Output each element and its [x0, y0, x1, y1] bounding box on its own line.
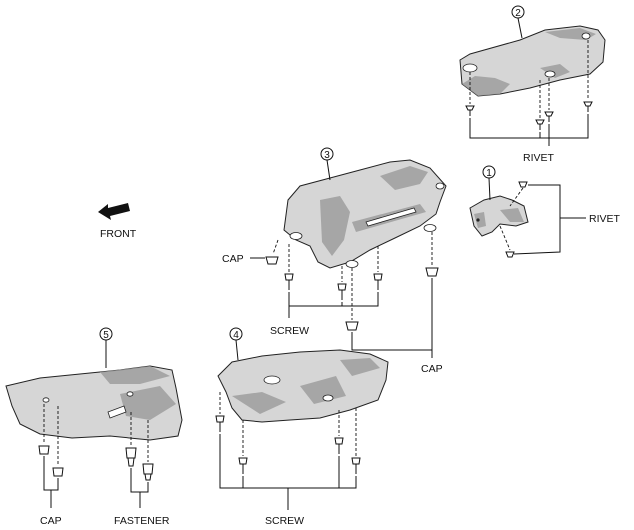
- front-label: FRONT: [100, 228, 137, 240]
- part-3-screws: [284, 244, 383, 318]
- cap-right: [345, 232, 439, 358]
- callout-5: 5: [103, 330, 109, 341]
- part-5-heat-shield: [5, 365, 183, 441]
- cap-left: [250, 239, 279, 265]
- front-arrow: [98, 203, 130, 220]
- callout-1: 1: [486, 168, 492, 179]
- screw-label-bottom: SCREW: [265, 515, 304, 527]
- callout-2: 2: [515, 8, 521, 19]
- part-1-rivets: [499, 181, 586, 258]
- part-3-heat-shield: [283, 159, 447, 269]
- part-4-heat-shield: [217, 349, 389, 423]
- part-5-fasteners: [125, 412, 154, 508]
- screw-label-middle: SCREW: [270, 325, 309, 337]
- callout-4: 4: [233, 330, 239, 341]
- part-1-bracket: [469, 195, 529, 237]
- rivet-label-upper: RIVET: [523, 152, 555, 164]
- rivet-label-right: RIVET: [589, 213, 621, 225]
- part-5-caps: [38, 404, 64, 508]
- callout-3: 3: [324, 150, 330, 161]
- cap-label-left: CAP: [222, 253, 244, 265]
- part-2-heat-shield: [459, 25, 606, 97]
- cap-label-bottom: CAP: [40, 515, 62, 527]
- fastener-label: FASTENER: [114, 515, 170, 527]
- cap-label-right: CAP: [421, 363, 443, 375]
- part-4-screws: [215, 392, 361, 510]
- part-2-rivets: [465, 40, 593, 146]
